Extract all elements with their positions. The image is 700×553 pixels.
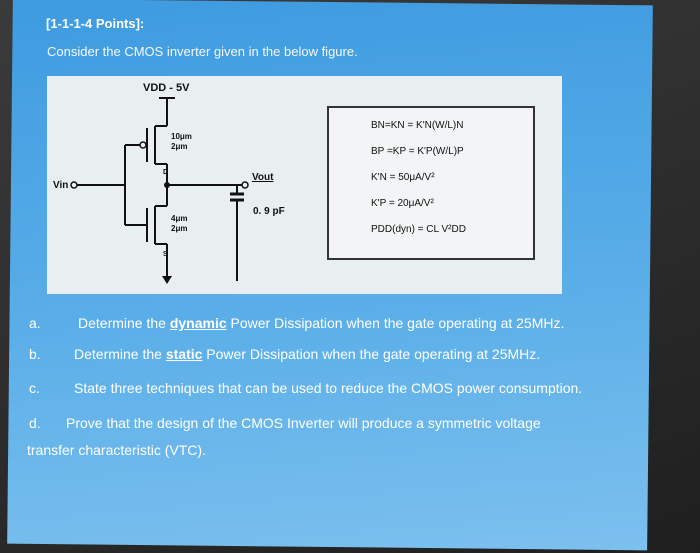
equations-box: BN=KN = K'N(W/L)N BP =KP = K'P(W/L)P K'N… bbox=[327, 106, 535, 260]
cmos-inverter-figure: VDD - 5V 10μm 2μm 4μm 2μm Vin Vout 0. 9 … bbox=[47, 76, 562, 294]
question-b: b. Determine the static Power Dissipatio… bbox=[29, 346, 669, 366]
pmos-width-label: 10μm bbox=[171, 132, 192, 141]
pmos-bubble bbox=[139, 141, 147, 149]
question-b-emphasis: static bbox=[165, 346, 203, 362]
vout-label: Vout bbox=[252, 172, 274, 183]
points-header: [1-1-1-4 Points]: bbox=[46, 16, 145, 31]
question-a-pre: Determine the bbox=[78, 315, 170, 331]
question-d-continued-text: transfer characteristic (VTC). bbox=[27, 442, 206, 458]
equation-beta-n: BN=KN = K'N(W/L)N bbox=[371, 120, 464, 131]
nmos-length-label: 2μm bbox=[171, 224, 187, 233]
ground-arrow bbox=[162, 276, 172, 284]
question-d-letter: d. bbox=[29, 415, 41, 431]
question-b-post: Power Dissipation when the gate operatin… bbox=[202, 346, 541, 362]
question-a-text: Determine the dynamic Power Dissipation … bbox=[78, 315, 564, 331]
circuit-schematic: VDD - 5V 10μm 2μm 4μm 2μm Vin Vout 0. 9 … bbox=[53, 82, 285, 284]
question-d-text: Prove that the design of the CMOS Invert… bbox=[66, 415, 541, 431]
question-d-continued: transfer characteristic (VTC). bbox=[27, 442, 667, 462]
equation-kn: K'N = 50μA/V² bbox=[371, 172, 435, 183]
question-b-pre: Determine the bbox=[74, 346, 166, 362]
nmos-width-label: 4μm bbox=[171, 214, 187, 223]
question-a-letter: a. bbox=[29, 315, 41, 331]
question-b-letter: b. bbox=[29, 346, 41, 362]
question-c-text: State three techniques that can be used … bbox=[74, 380, 583, 396]
intro-text: Consider the CMOS inverter given in the … bbox=[47, 44, 358, 59]
capacitance-label: 0. 9 pF bbox=[253, 206, 285, 217]
question-c-letter: c. bbox=[29, 380, 40, 396]
pmos-length-label: 2μm bbox=[171, 142, 187, 151]
equation-kp: K'P = 20μA/V² bbox=[371, 198, 434, 209]
drain-label: D bbox=[163, 169, 168, 176]
equation-beta-p: BP =KP = K'P(W/L)P bbox=[371, 146, 464, 157]
question-a: a. Determine the dynamic Power Dissipati… bbox=[29, 315, 669, 335]
vin-label: Vin bbox=[53, 180, 68, 191]
vdd-label: VDD - 5V bbox=[143, 82, 190, 94]
source-label: S bbox=[163, 251, 168, 258]
vin-terminal bbox=[70, 181, 78, 189]
question-a-post: Power Dissipation when the gate operatin… bbox=[226, 315, 565, 331]
vout-terminal bbox=[241, 181, 249, 189]
question-d: d. Prove that the design of the CMOS Inv… bbox=[29, 415, 669, 435]
question-b-text: Determine the static Power Dissipation w… bbox=[74, 346, 540, 362]
question-a-emphasis: dynamic bbox=[169, 315, 227, 331]
equation-power: PDD(dyn) = CL V²DD bbox=[371, 224, 466, 235]
question-c: c. State three techniques that can be us… bbox=[29, 380, 669, 400]
